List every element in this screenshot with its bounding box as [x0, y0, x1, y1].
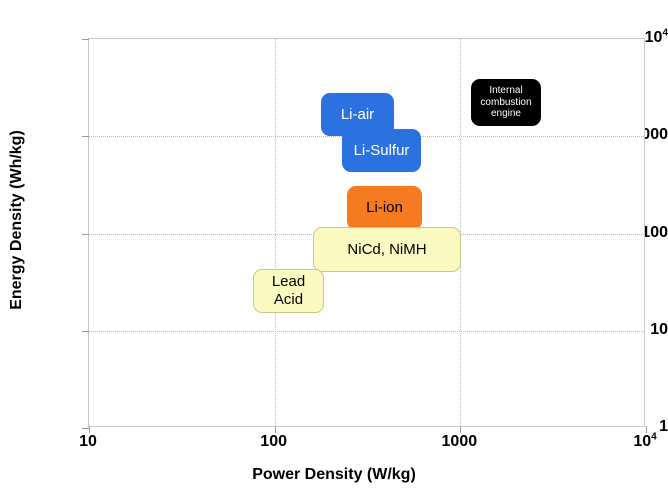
x-tick-label: 1000	[441, 433, 478, 450]
y-tick-mark	[82, 233, 89, 235]
tech-region-label: NiCd, NiMH	[347, 240, 427, 258]
tech-region-li-sulfur: Li-Sulfur	[342, 129, 421, 172]
x-tick-mark	[89, 426, 90, 433]
y-tick-label: 100	[641, 223, 668, 241]
x-tick-mark	[274, 426, 276, 433]
y-tick-label: 104	[644, 27, 668, 46]
tech-region-lead-acid: Lead Acid	[253, 269, 324, 313]
tech-region-nicd-nimh: NiCd, NiMH	[313, 227, 461, 272]
x-tick-mark	[646, 426, 647, 433]
x-tick-label: 10	[79, 433, 97, 450]
gridline-horizontal	[89, 330, 644, 332]
y-axis-title: Energy Density (Wh/kg)	[4, 0, 30, 440]
tech-region-label: Lead Acid	[271, 273, 306, 308]
tech-region-li-air: Li-air	[321, 93, 394, 136]
x-tick-label: 104	[633, 431, 657, 450]
gridline-vertical	[460, 39, 462, 426]
y-tick-mark	[82, 330, 89, 332]
y-axis-title-text: Energy Density (Wh/kg)	[8, 130, 26, 310]
y-tick-label: 1	[659, 418, 668, 435]
tech-region-label: Internal combustion engine	[480, 84, 532, 120]
y-tick-label: 10	[650, 320, 668, 338]
tech-region-label: Li-Sulfur	[353, 141, 410, 159]
y-tick-mark	[82, 428, 89, 429]
y-tick-mark	[82, 39, 89, 40]
tech-region-label: Li-air	[340, 105, 375, 123]
y-tick-mark	[82, 136, 89, 138]
x-tick-label: 100	[260, 433, 288, 450]
tech-region-li-ion: Li-ion	[347, 186, 422, 230]
gridline-vertical	[274, 39, 276, 426]
x-axis-title: Power Density (W/kg)	[252, 466, 416, 483]
tech-region-label: Li-ion	[366, 199, 403, 217]
tech-region-internal-combustion-engine: Internal combustion engine	[471, 79, 541, 126]
x-tick-mark	[460, 426, 462, 433]
